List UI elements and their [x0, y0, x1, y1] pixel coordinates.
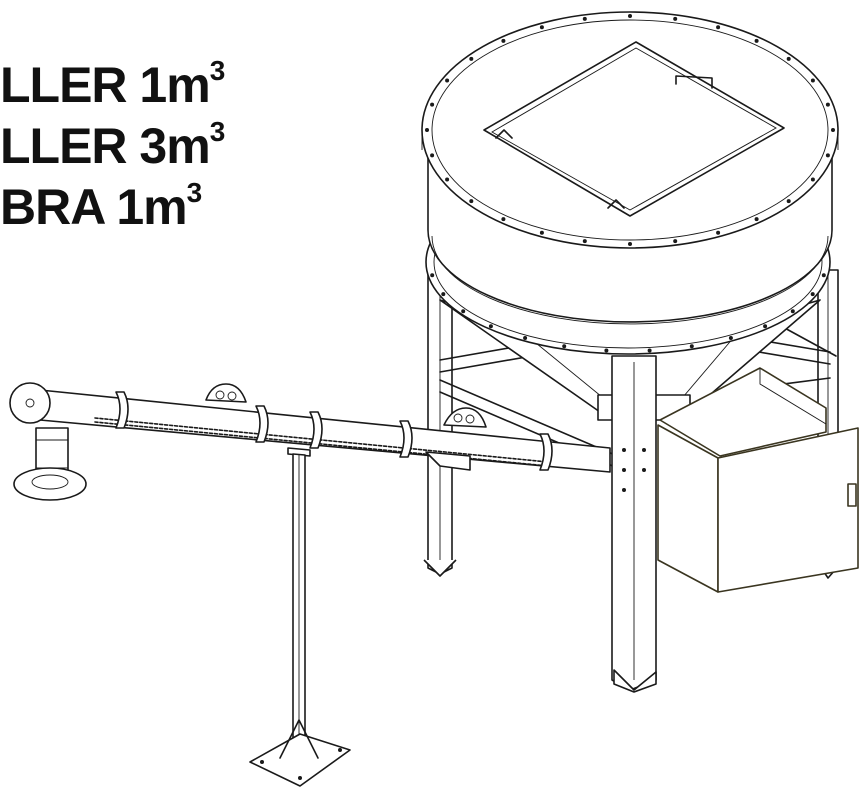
bolt [562, 344, 567, 349]
bolt [445, 78, 450, 83]
bolt [582, 239, 587, 244]
bolt [488, 324, 493, 329]
bolt [673, 16, 678, 21]
bolt [425, 128, 429, 132]
inspection-hatch [483, 41, 785, 217]
bolt [810, 78, 815, 83]
auger-discharge-end [9, 382, 87, 501]
bolt [604, 348, 609, 353]
bolt [523, 336, 528, 340]
bolt [539, 25, 544, 30]
bolt [810, 177, 815, 182]
bolt [786, 56, 791, 61]
bolt [786, 199, 791, 204]
bolt [469, 56, 474, 61]
bolt [539, 230, 544, 235]
bolt [689, 344, 694, 349]
bolt [825, 102, 830, 107]
bolt [430, 273, 435, 278]
control-cabinet [657, 367, 859, 593]
bolt [501, 38, 506, 43]
model-label-2: LLER 3m3 [0, 116, 225, 174]
bolt [628, 14, 632, 18]
bolt [825, 153, 830, 158]
model-label-1: LLER 1m3 [0, 55, 225, 113]
bolt [461, 309, 466, 314]
bolt [469, 199, 474, 204]
bolt [716, 25, 721, 30]
bolt [763, 324, 768, 329]
lid-bolts [425, 14, 835, 353]
bolt [430, 102, 435, 107]
bolt [790, 309, 795, 314]
bolt [582, 16, 587, 21]
model-label-3: BRA 1m3 [0, 177, 202, 235]
bolt [430, 153, 435, 158]
bolt [441, 292, 446, 297]
bolt [728, 336, 733, 340]
bolt [445, 177, 450, 182]
bolt [754, 217, 759, 222]
front-center-leg [611, 355, 657, 693]
conveyor-support-stand [249, 447, 351, 787]
bolt [647, 348, 652, 353]
bolt [501, 217, 506, 222]
bolt [628, 242, 632, 246]
bolt [716, 230, 721, 235]
bolt [754, 38, 759, 43]
model-label-list: LLER 1m3 LLER 3m3 BRA 1m3 [0, 55, 225, 238]
bolt [673, 239, 678, 244]
bolt [831, 128, 835, 132]
bolt [810, 292, 815, 297]
bolt [821, 273, 826, 278]
